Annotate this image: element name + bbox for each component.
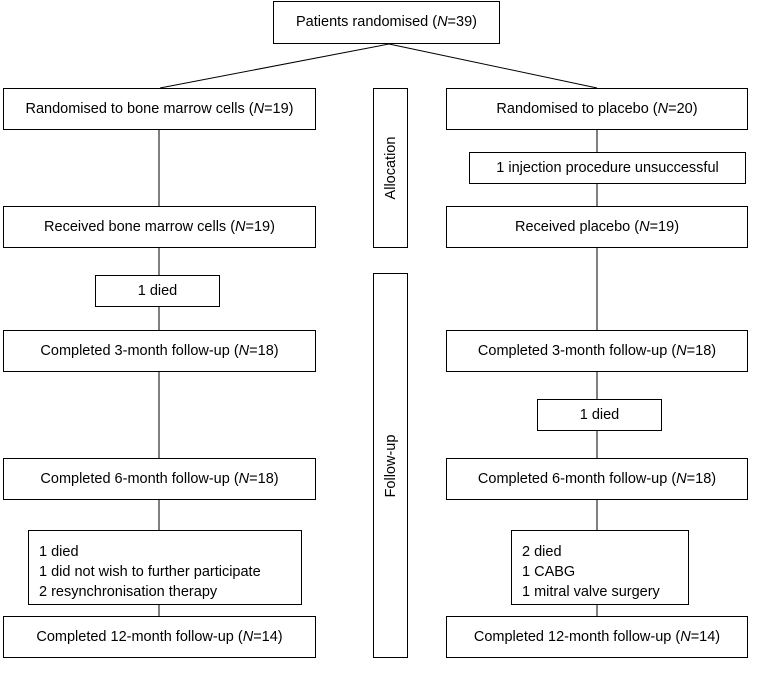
list-item: 1 mitral valve surgery [522,584,660,600]
list-item: 2 died [522,544,562,560]
right-received-box: Received placebo (N=19) [446,206,748,248]
list-item: 2 resynchronisation therapy [39,584,218,600]
right-randomised-box: Randomised to placebo (N=20) [446,88,748,130]
left-loss-list-box: 1 died 1 did not wish to further partici… [28,530,302,605]
patients-randomised-box: Patients randomised (N=39) [273,1,500,44]
right-fu6-box: Completed 6-month follow-up (N=18) [446,458,748,500]
right-fu12-box: Completed 12-month follow-up (N=14) [446,616,748,658]
right-injection-box: 1 injection procedure unsuccessful [469,152,746,184]
left-randomised-box: Randomised to bone marrow cells (N=19) [3,88,316,130]
list-item: 1 did not wish to further participate [39,564,261,580]
right-died-box: 1 died [537,399,662,431]
right-loss-list-box: 2 died 1 CABG 1 mitral valve surgery [511,530,689,605]
list-item: 1 CABG [522,564,576,580]
left-fu3-box: Completed 3-month follow-up (N=18) [3,330,316,372]
left-fu12-box: Completed 12-month follow-up (N=14) [3,616,316,658]
right-fu3-box: Completed 3-month follow-up (N=18) [446,330,748,372]
left-died-box: 1 died [95,275,220,307]
followup-phase-box: Follow-up [373,273,408,658]
left-fu6-box: Completed 6-month follow-up (N=18) [3,458,316,500]
allocation-phase-box: Allocation [373,88,408,248]
list-item: 1 died [39,544,79,560]
left-received-box: Received bone marrow cells (N=19) [3,206,316,248]
